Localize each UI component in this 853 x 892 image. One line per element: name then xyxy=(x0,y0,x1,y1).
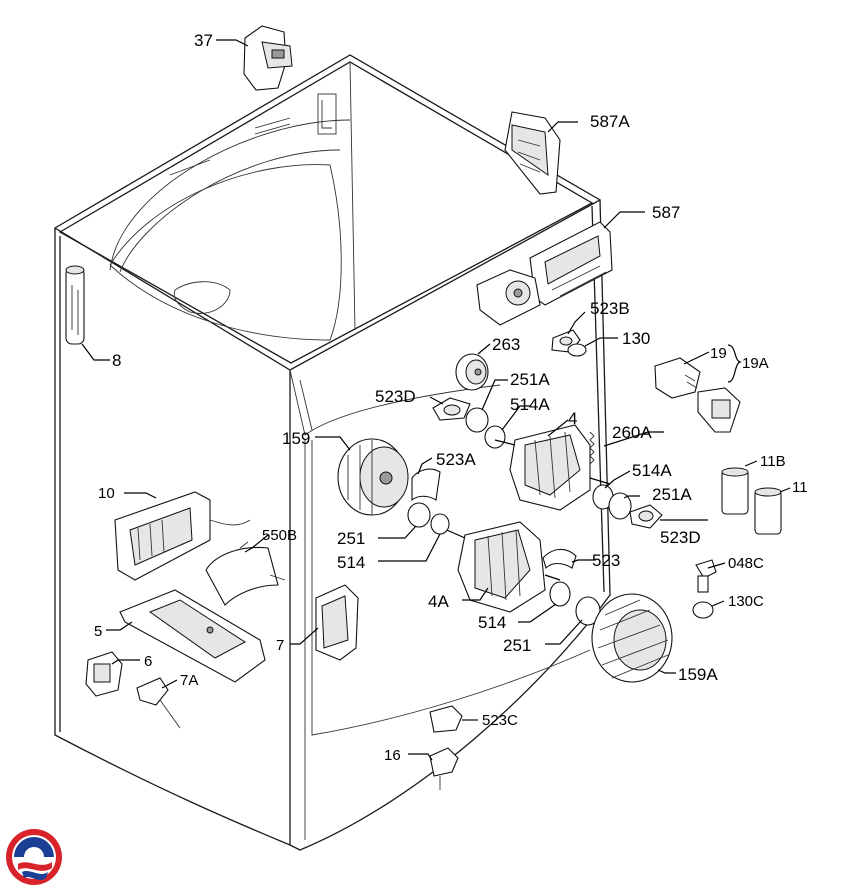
label-11: 11 xyxy=(792,479,808,496)
label-7A: 7A xyxy=(180,672,198,689)
label-587A: 587A xyxy=(590,112,630,131)
label-10: 10 xyxy=(98,485,115,502)
part-587A-bracket xyxy=(504,111,561,195)
label-523D-mid: 523D xyxy=(660,528,701,547)
part-4-motor xyxy=(494,424,611,511)
part-37-connector xyxy=(243,25,293,91)
label-251-bot: 251 xyxy=(503,636,531,655)
part-260A-spring xyxy=(589,431,595,465)
label-251A-mid: 251A xyxy=(652,485,692,504)
part-587-control-panel xyxy=(476,221,613,326)
part-11-capacitors xyxy=(721,467,782,535)
label-159: 159 xyxy=(282,429,310,448)
part-10-pump xyxy=(114,491,251,581)
label-263: 263 xyxy=(492,335,520,354)
label-514A-mid: 514A xyxy=(632,461,672,480)
label-11B: 11B xyxy=(760,453,786,470)
part-7A-switch xyxy=(136,677,181,729)
label-514A-top: 514A xyxy=(510,395,550,414)
part-4A-motor xyxy=(439,521,561,613)
part-523D-bearing-top xyxy=(432,397,506,449)
label-523C: 523C xyxy=(482,712,518,729)
part-5-tray xyxy=(119,589,266,683)
label-550B: 550B xyxy=(262,527,297,544)
label-514-top: 514 xyxy=(337,553,365,572)
callout-labels: 37 587A 587 8 523B 263 130 19 19A 523D 2… xyxy=(94,31,808,764)
part-523A-bracket xyxy=(411,468,441,502)
label-4: 4 xyxy=(568,409,577,428)
label-251-top: 251 xyxy=(337,529,365,548)
part-550B-shield xyxy=(205,541,286,606)
label-130: 130 xyxy=(622,329,650,348)
part-19-heater xyxy=(654,357,741,433)
part-8-cylinder xyxy=(65,265,85,345)
part-251-514-washers xyxy=(407,502,450,535)
label-19: 19 xyxy=(710,345,727,362)
label-37: 37 xyxy=(194,31,213,50)
part-159-blower-wheel xyxy=(337,438,409,516)
part-263-pulley xyxy=(455,353,489,391)
label-587: 587 xyxy=(652,203,680,222)
part-523B-130-bearing xyxy=(551,329,587,357)
label-048C: 048C xyxy=(728,555,764,572)
label-7: 7 xyxy=(276,637,284,654)
label-159A: 159A xyxy=(678,665,718,684)
label-260A: 260A xyxy=(612,423,652,442)
part-523C-bracket xyxy=(429,705,463,733)
part-514A-251A-523D-mid xyxy=(592,484,663,529)
part-6-component xyxy=(85,651,123,697)
label-523: 523 xyxy=(592,551,620,570)
label-6: 6 xyxy=(144,653,152,670)
part-7-switch xyxy=(315,584,359,661)
part-16-sensor xyxy=(429,747,459,790)
label-523B: 523B xyxy=(590,299,630,318)
label-514-bot: 514 xyxy=(478,613,506,632)
part-159A-fan xyxy=(591,593,673,683)
label-523D-top: 523D xyxy=(375,387,416,406)
label-19A: 19A xyxy=(742,355,769,372)
label-251A-top: 251A xyxy=(510,370,550,389)
leader-lines xyxy=(81,39,791,761)
label-523A: 523A xyxy=(436,450,476,469)
label-8: 8 xyxy=(112,351,121,370)
part-048C-130C-fasteners xyxy=(692,559,717,619)
label-4A: 4A xyxy=(428,592,449,611)
label-16: 16 xyxy=(384,747,401,764)
part-523-514-251-lower xyxy=(542,548,601,626)
label-130C: 130C xyxy=(728,593,764,610)
brand-logo xyxy=(6,829,62,885)
label-5: 5 xyxy=(94,623,102,640)
